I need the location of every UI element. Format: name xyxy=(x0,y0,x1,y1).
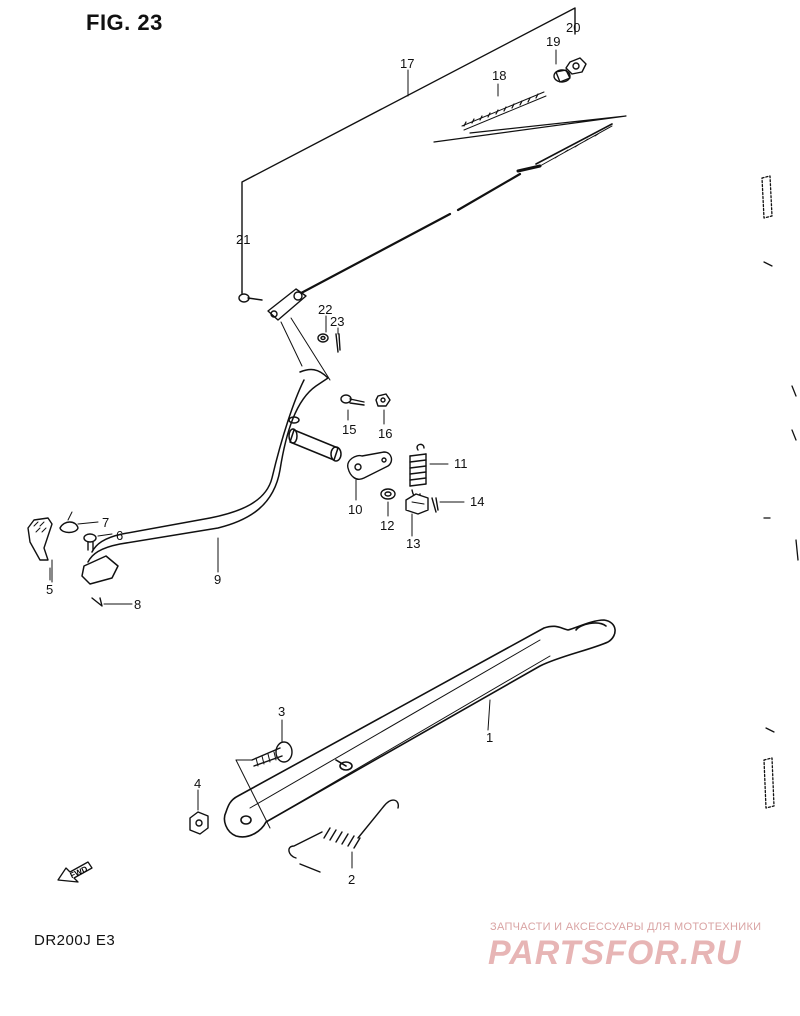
brake-cable-rod xyxy=(286,115,627,302)
svg-text:16: 16 xyxy=(378,426,392,441)
svg-text:12: 12 xyxy=(380,518,394,533)
part-3-pivot-bolt xyxy=(251,719,293,767)
svg-text:10: 10 xyxy=(348,502,362,517)
model-code: DR200J E3 xyxy=(34,932,116,949)
watermark-tagline: ЗАПЧАСТИ И АКСЕССУАРЫ ДЛЯ МОТОТЕХНИКИ xyxy=(490,921,762,933)
part-18-spring xyxy=(461,91,547,131)
cable-assembly-bracket xyxy=(241,7,576,293)
part-16-nut xyxy=(375,393,391,407)
fwd-arrow-icon xyxy=(57,861,93,883)
svg-text:9: 9 xyxy=(214,572,221,587)
part-9-brake-pedal xyxy=(81,368,342,585)
svg-text:21: 21 xyxy=(236,232,250,247)
scan-edge-marks xyxy=(761,175,799,809)
part-15-bolt xyxy=(340,394,365,406)
svg-text:2: 2 xyxy=(348,872,355,887)
svg-text:11: 11 xyxy=(454,456,468,471)
part-2-stand-spring xyxy=(288,799,399,873)
part-11-return-spring xyxy=(409,443,427,499)
part-1-side-stand xyxy=(223,619,616,838)
part-22-washer xyxy=(317,333,329,343)
part-4-nut xyxy=(189,789,209,835)
watermark-logo: PARTSFOR.RU xyxy=(488,934,742,972)
cable-clevis xyxy=(267,288,307,321)
svg-text:18: 18 xyxy=(492,68,506,83)
part-23-cotter-pin xyxy=(335,333,341,353)
svg-text:3: 3 xyxy=(278,704,285,719)
part-12-washer xyxy=(380,488,396,500)
callout-labels: 17 18 19 20 21 22 23 15 16 11 10 12 14 1… xyxy=(46,20,580,887)
svg-text:4: 4 xyxy=(194,776,201,791)
part-6-bolt xyxy=(83,533,113,551)
svg-text:13: 13 xyxy=(406,536,420,551)
svg-text:5: 5 xyxy=(46,582,53,597)
svg-text:8: 8 xyxy=(134,597,141,612)
part-8-cotter-pin xyxy=(91,597,133,607)
stand-guide-lines xyxy=(235,759,271,829)
part-10-lever-plate xyxy=(347,451,393,480)
part-13-nut xyxy=(405,493,429,515)
part-14-cotter-pin xyxy=(431,497,465,513)
svg-text:23: 23 xyxy=(330,314,344,329)
part-21-clevis-pin xyxy=(238,291,263,303)
svg-text:22: 22 xyxy=(318,302,332,317)
svg-text:20: 20 xyxy=(566,20,580,35)
svg-text:17: 17 xyxy=(400,56,414,71)
svg-text:6: 6 xyxy=(116,528,123,543)
svg-text:1: 1 xyxy=(486,730,493,745)
svg-text:14: 14 xyxy=(470,494,484,509)
part-5-pedal-tip xyxy=(27,517,53,581)
part-20-adjuster-nut xyxy=(565,57,587,75)
alignment-lines xyxy=(280,317,331,381)
part-19-joint xyxy=(553,69,571,83)
figure-title: FIG. 23 xyxy=(86,10,163,35)
svg-text:15: 15 xyxy=(342,422,356,437)
part-7-washer xyxy=(59,511,99,534)
svg-text:19: 19 xyxy=(546,34,560,49)
svg-text:7: 7 xyxy=(102,515,109,530)
fwd-label: FWD xyxy=(69,864,90,880)
leader-lines xyxy=(51,49,557,731)
